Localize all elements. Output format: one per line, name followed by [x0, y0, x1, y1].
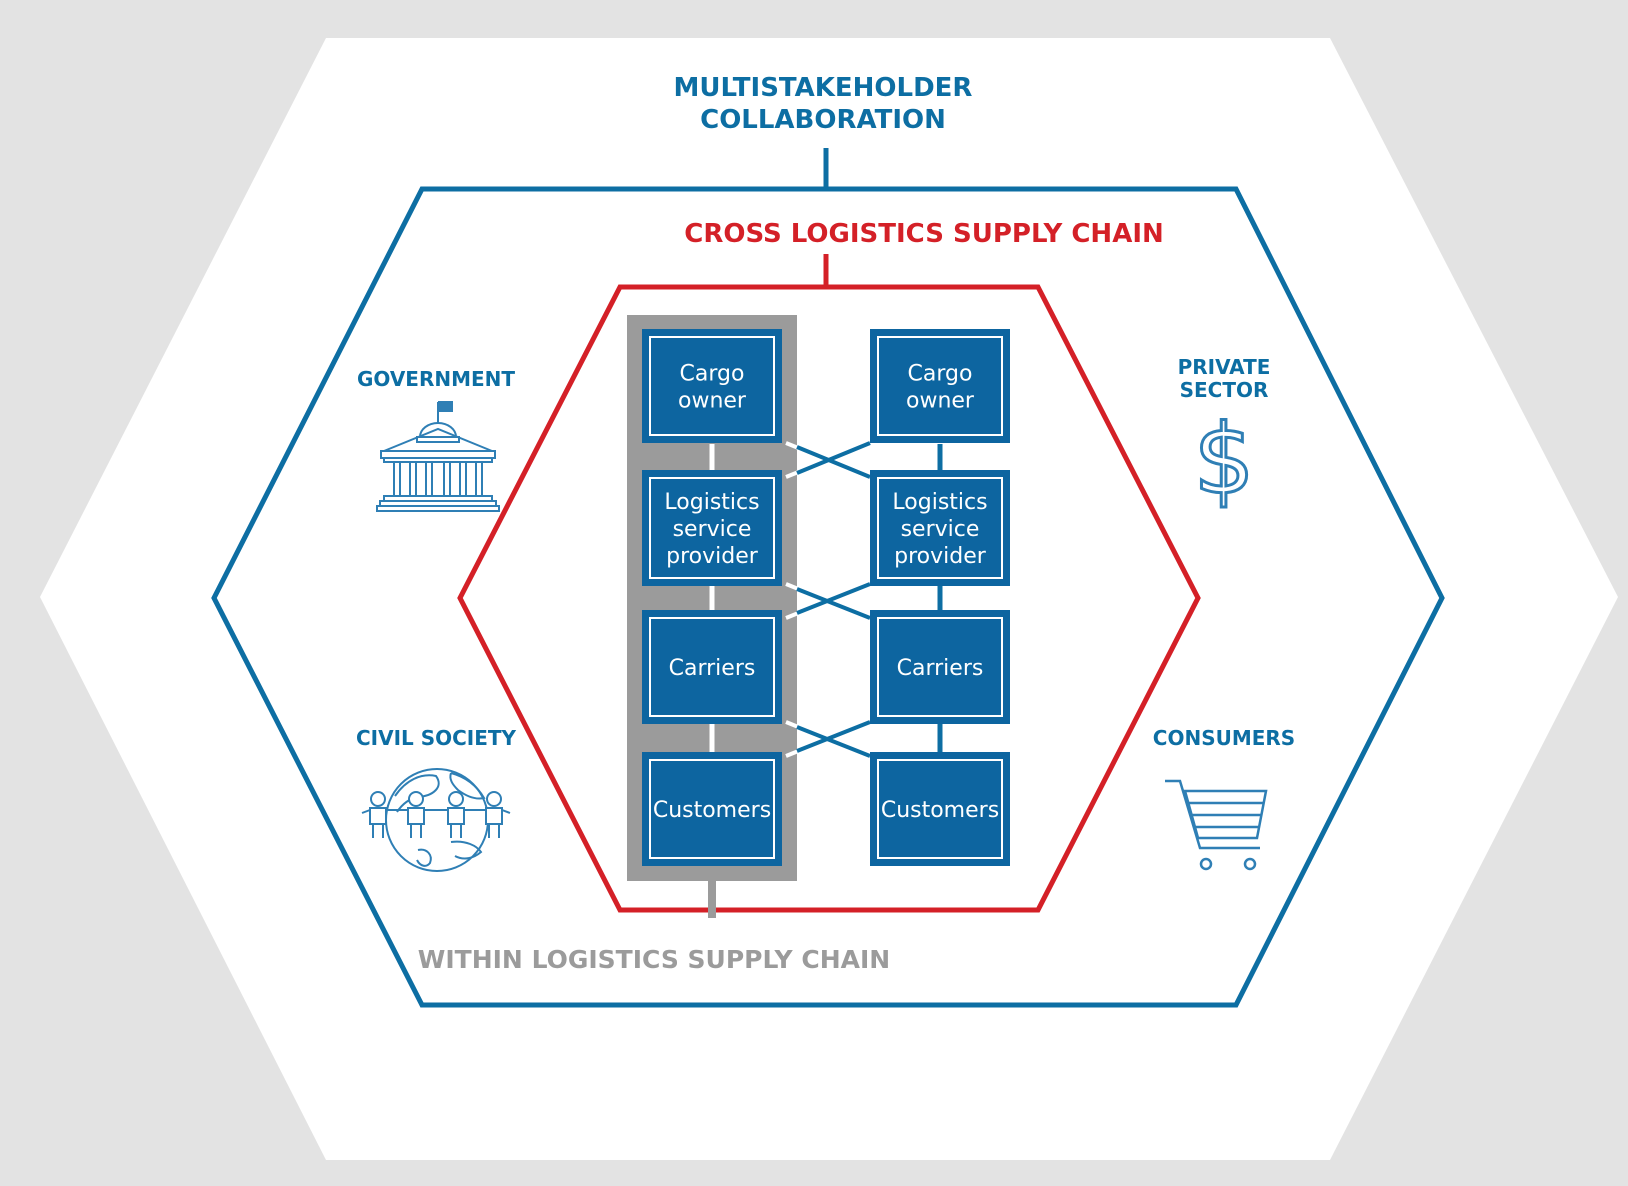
cross-links: [785, 441, 871, 758]
right-box-3-frame: [877, 617, 1003, 717]
cross-logistics-title: CROSS LOGISTICS SUPPLY CHAIN: [684, 219, 1164, 249]
within-logistics-title: WITHIN LOGISTICS SUPPLY CHAIN: [418, 945, 890, 974]
shopping-cart-icon: [1165, 779, 1268, 871]
left-box-4: [642, 752, 782, 866]
multistakeholder-title-line2: COLLABORATION: [700, 105, 946, 135]
right-box-3: [870, 610, 1010, 724]
right-box-2-label: provider: [894, 544, 987, 569]
right-box-1-frame: [877, 336, 1003, 436]
right-box-1: [870, 329, 1010, 443]
consumers-label: CONSUMERS: [1153, 726, 1295, 750]
private-sector-label-line2: SECTOR: [1180, 378, 1269, 402]
right-box-3-label: Carriers: [897, 656, 984, 681]
left-box-4-label: Customers: [653, 798, 771, 823]
left-box-2-label: service: [673, 517, 752, 542]
right-box-4: [870, 752, 1010, 866]
right-box-1-label: Cargo: [908, 362, 973, 387]
left-box-1: [642, 329, 782, 443]
government-building-icon: [376, 401, 500, 512]
private-sector-label-line1: PRIVATE: [1178, 355, 1271, 379]
left-box-1-frame: [649, 336, 775, 436]
right-box-2-label: service: [901, 517, 980, 542]
globe-people-icon: [361, 768, 511, 872]
left-box-1-label: Cargo: [680, 362, 745, 387]
left-box-4-frame: [649, 759, 775, 859]
left-box-2-label: provider: [666, 544, 759, 569]
left-box-2: [642, 470, 782, 586]
civil-society-label: CIVIL SOCIETY: [356, 726, 517, 750]
left-box-3: [642, 610, 782, 724]
right-box-4-label: Customers: [881, 798, 999, 823]
right-box-2-frame: [877, 477, 1003, 579]
left-box-3-frame: [649, 617, 775, 717]
right-box-4-frame: [877, 759, 1003, 859]
right-box-2: [870, 470, 1010, 586]
cross-logistics-hexagon: [457, 284, 1201, 913]
right-chain: CargoownerLogisticsserviceproviderCarrie…: [870, 329, 1010, 866]
right-box-2-label: Logistics: [892, 490, 987, 515]
left-chain: CargoownerLogisticsserviceproviderCarrie…: [642, 329, 782, 866]
left-box-1-label: owner: [678, 389, 747, 414]
multistakeholder-hexagon: [211, 186, 1445, 1008]
left-box-3-label: Carriers: [669, 656, 756, 681]
left-box-2-frame: [649, 477, 775, 579]
government-label: GOVERNMENT: [357, 367, 515, 391]
dollar-icon: $: [1193, 404, 1254, 516]
left-box-2-label: Logistics: [664, 490, 759, 515]
multistakeholder-title-line1: MULTISTAKEHOLDER: [674, 73, 973, 103]
right-box-1-label: owner: [906, 389, 975, 414]
